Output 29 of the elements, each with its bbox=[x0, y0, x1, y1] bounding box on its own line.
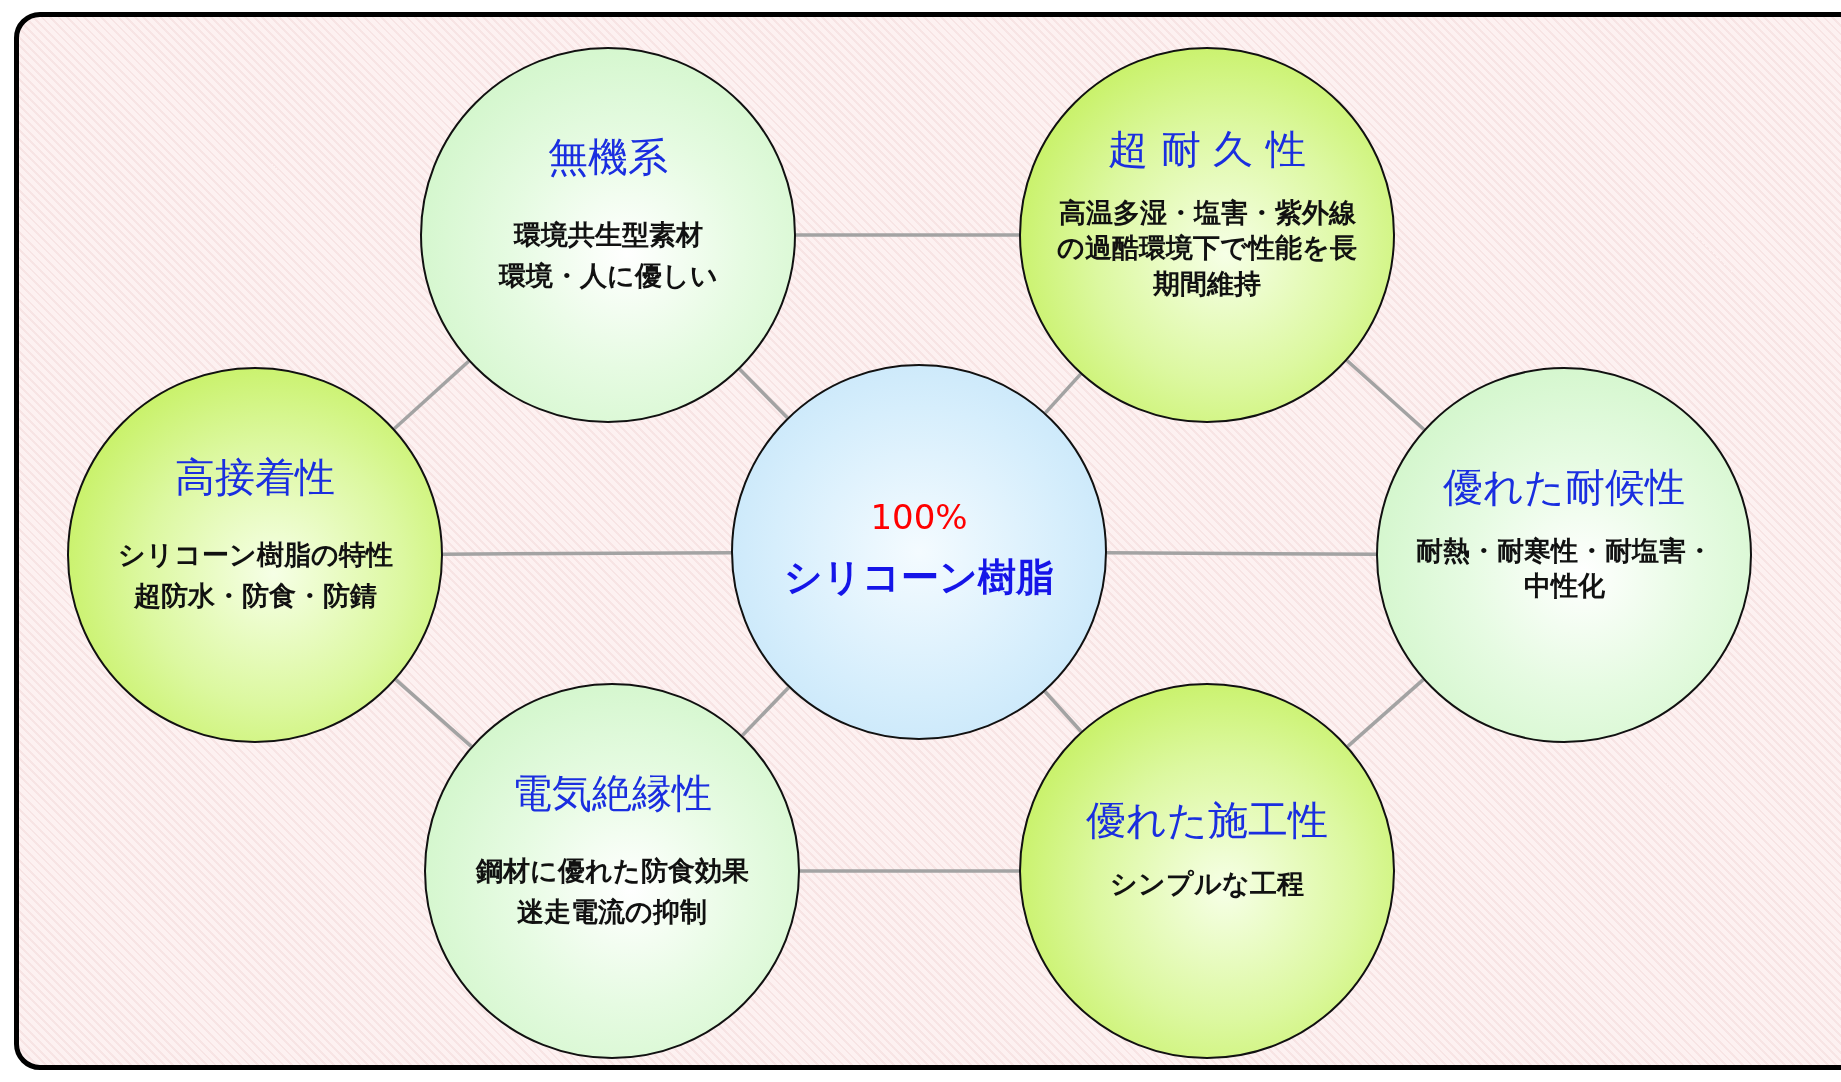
circle-heading: 優れた耐候性 bbox=[1443, 462, 1685, 512]
circle-heading: 電気絶縁性 bbox=[512, 768, 712, 818]
circle-text: シンプルな工程 bbox=[1110, 867, 1304, 902]
circle-text: シリコーン樹脂の特性 bbox=[117, 537, 393, 572]
circle-text: 高温多湿・塩害・紫外線の過酷環境下で性能を長期間維持 bbox=[1057, 196, 1357, 301]
circle-text: 超防水・防食・防錆 bbox=[133, 579, 377, 613]
connector-line bbox=[393, 359, 470, 431]
circle-text: 迷走電流の抑制 bbox=[517, 895, 707, 929]
circle-text: 耐熱・耐寒性・耐塩害・中性化 bbox=[1414, 533, 1714, 603]
circle-text: 環境・人に優しい bbox=[498, 259, 718, 293]
circle-text: 鋼材に優れた防食効果 bbox=[475, 853, 749, 888]
connector-line bbox=[1044, 372, 1082, 415]
connector-line bbox=[394, 678, 473, 748]
connector-line bbox=[1346, 678, 1425, 748]
circle-heading: シリコーン樹脂 bbox=[784, 554, 1054, 602]
percentage-label: 100% bbox=[870, 496, 968, 540]
circle-heading: 無機系 bbox=[548, 132, 668, 182]
connector-line bbox=[1107, 551, 1376, 556]
connector-line bbox=[741, 686, 790, 737]
circle-heading: 高接着性 bbox=[175, 452, 335, 502]
connector-line bbox=[1043, 690, 1083, 733]
connector-line bbox=[443, 551, 731, 556]
circle-heading: 超 耐 久 性 bbox=[1107, 125, 1307, 175]
circle-heading: 優れた施工性 bbox=[1086, 796, 1328, 846]
circle-text: 環境共生型素材 bbox=[513, 217, 703, 252]
connector-line bbox=[1345, 359, 1426, 431]
connector-line bbox=[800, 869, 1019, 873]
connector-line bbox=[738, 367, 789, 420]
connector-line bbox=[796, 233, 1019, 237]
